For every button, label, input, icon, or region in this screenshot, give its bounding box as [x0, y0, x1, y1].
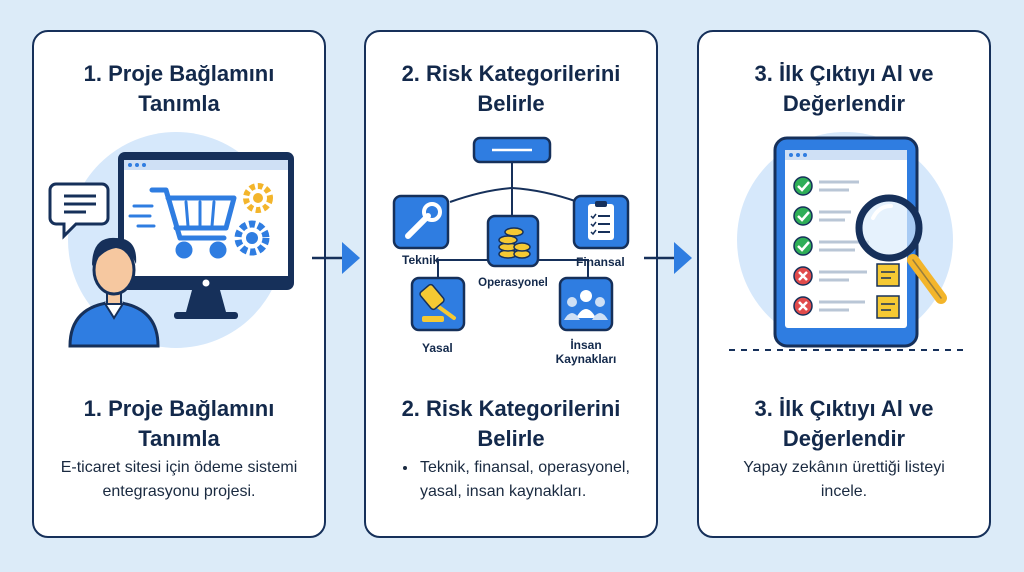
step-2-title-repeat: 2. Risk Kategorilerini Belirle [366, 394, 656, 454]
review-output-illustration [729, 132, 963, 351]
cross-icon [793, 266, 813, 316]
step-3-title-line1: 3. İlk Çıktıyı Al ve [754, 61, 934, 86]
step-3-title-repeat: 3. İlk Çıktıyı Al ve Değerlendir [699, 394, 989, 454]
step-card-2: 2. Risk Kategorilerini Belirle Teknik [364, 30, 658, 538]
step-3-title-top: 3. İlk Çıktıyı Al ve Değerlendir [699, 59, 989, 119]
risk-categories-diagram: Teknik Finansal Operasyonel [392, 136, 630, 366]
step-1-title-repeat-line1: 1. Proje Bağlamını [83, 396, 275, 421]
category-finansal-label: Finansal [576, 255, 625, 269]
chat-bubble-icon [48, 182, 110, 240]
category-insan-label-line1: İnsan [570, 337, 601, 352]
person-avatar-icon [68, 237, 160, 348]
step-card-1: 1. Proje Bağlamını Tanımla [32, 30, 326, 538]
step-3-title-line2: Değerlendir [782, 91, 906, 116]
step-2-title-line1: 2. Risk Kategorilerini [401, 61, 621, 86]
gavel-icon [410, 276, 466, 332]
shopping-cart-icon [128, 187, 237, 259]
category-operasyonel-label: Operasyonel [478, 277, 548, 289]
category-yasal-label: Yasal [422, 341, 453, 355]
wrench-icon [392, 194, 450, 250]
step-3-title-repeat-line2: Değerlendir [782, 426, 906, 451]
project-context-illustration [48, 132, 294, 348]
step-1-title-line2: Tanımla [138, 91, 220, 116]
step-2-title-top: 2. Risk Kategorilerini Belirle [366, 59, 656, 119]
step-1-title-top: 1. Proje Bağlamını Tanımla [34, 59, 324, 119]
people-icon [558, 276, 614, 332]
step-1-title-repeat: 1. Proje Bağlamını Tanımla [34, 394, 324, 454]
step-3-title-repeat-line1: 3. İlk Çıktıyı Al ve [754, 396, 934, 421]
root-node [472, 136, 552, 164]
step-2-title-line2: Belirle [477, 91, 545, 116]
step-1-title-line1: 1. Proje Bağlamını [83, 61, 275, 86]
step-2-bullet: Teknik, finansal, operasyonel, yasal, in… [418, 456, 642, 504]
step-card-3: 3. İlk Çıktıyı Al ve Değerlendir [697, 30, 991, 538]
gear-icon [234, 183, 273, 256]
category-teknik-label: Teknik [402, 253, 439, 267]
coins-icon [486, 214, 540, 268]
step-2-bullet-list: Teknik, finansal, operasyonel, yasal, in… [402, 456, 642, 504]
step-1-description: E-ticaret sitesi için ödeme sistemi ente… [60, 459, 298, 500]
step-2-title-repeat-line2: Belirle [477, 426, 545, 451]
arrow-right-icon [644, 242, 692, 274]
sticky-note-icon [876, 263, 900, 319]
step-1-title-repeat-line2: Tanımla [138, 426, 220, 451]
clipboard-icon [572, 194, 630, 250]
category-insan-label-line2: Kaynakları [556, 352, 617, 366]
arrow-right-icon [312, 242, 360, 274]
step-3-description: Yapay zekânın ürettiği listeyi incele. [743, 459, 945, 500]
magnifier-icon [855, 194, 947, 304]
list-lines [819, 180, 869, 312]
step-2-title-repeat-line1: 2. Risk Kategorilerini [401, 396, 621, 421]
check-icon [793, 176, 813, 256]
